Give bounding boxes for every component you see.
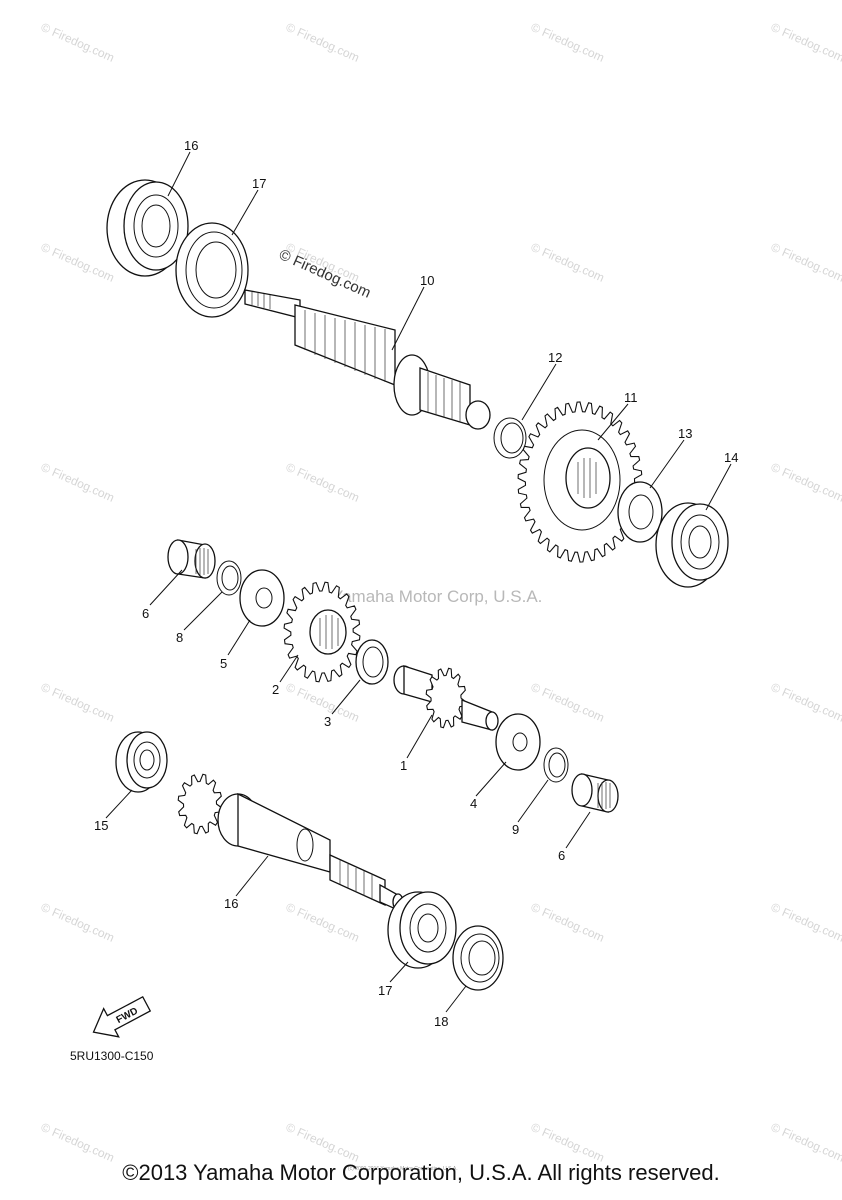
watermark-text: © Firedog.com <box>769 680 842 725</box>
callout-11: 13 <box>678 426 692 441</box>
watermark-text: © Firedog.com <box>284 1120 362 1165</box>
part-9-gear[interactable] <box>517 401 643 563</box>
callout-4: 4 <box>470 796 477 811</box>
watermark-text: © Firedog.com <box>39 680 117 725</box>
watermark-text: © Firedog.com <box>769 240 842 285</box>
callout-14: 17 <box>252 176 266 191</box>
fine-print: (c) 2000-2016 Yamaha Motor Corporation, … <box>348 1166 458 1172</box>
callout-numbers: 16 17 10 12 11 13 14 6 8 5 2 3 1 4 9 6 1… <box>94 138 738 1029</box>
part-8-main-axle[interactable] <box>244 289 491 430</box>
callout-1: 1 <box>400 758 407 773</box>
part-18-oil-seal[interactable] <box>452 925 504 991</box>
watermark-text: © Firedog.com <box>284 680 362 725</box>
callout-15: 15 <box>94 818 108 833</box>
watermark-text: © Firedog.com <box>284 460 362 505</box>
copyright-footer: ©2013 Yamaha Motor Corporation, U.S.A. A… <box>122 1160 720 1185</box>
watermark-text: © Firedog.com <box>769 460 842 505</box>
watermark-text: © Firedog.com <box>39 1120 117 1165</box>
part-5-washer[interactable] <box>239 569 285 627</box>
callout-16: 16 <box>224 896 238 911</box>
part-10-circlip[interactable] <box>493 417 527 459</box>
callout-5: 5 <box>220 656 227 671</box>
part-6-needle-bearing-upper[interactable] <box>167 539 216 579</box>
part-14-oil-seal[interactable] <box>175 222 249 318</box>
watermark-text: © Firedog.com <box>39 460 117 505</box>
part-6-needle-bearing-lower[interactable] <box>571 773 619 813</box>
watermark-text: © Firedog.com <box>529 680 607 725</box>
diagram-code: 5RU1300-C150 <box>70 1049 154 1063</box>
part-4-washer[interactable] <box>495 713 541 771</box>
watermark-text: © Firedog.com <box>769 1120 842 1165</box>
watermark-text: © Firedog.com <box>39 900 117 945</box>
center-watermark: Yamaha Motor Corp, U.S.A. <box>332 587 542 606</box>
fwd-arrow-icon: FWD <box>92 995 152 1038</box>
part-1-pinion-gear[interactable] <box>393 665 499 731</box>
callout-8: 10 <box>420 273 434 288</box>
callout-6-lower: 6 <box>558 848 565 863</box>
part-7-circlip-lower[interactable] <box>543 747 569 783</box>
part-3-washer[interactable] <box>355 639 389 685</box>
watermark-text: © Firedog.com <box>39 240 117 285</box>
watermark-text: © Firedog.com <box>769 900 842 945</box>
part-12-bearing[interactable] <box>655 502 729 588</box>
gear-teeth <box>425 667 467 729</box>
callout-6-upper: 6 <box>142 606 149 621</box>
watermark-text: © Firedog.com <box>769 20 842 65</box>
gear-teeth <box>177 773 223 835</box>
part-13-bearing[interactable] <box>106 179 189 277</box>
callout-13: 16 <box>184 138 198 153</box>
part-16-drive-axle[interactable] <box>177 773 404 912</box>
callout-3: 3 <box>324 714 331 729</box>
callout-18: 18 <box>434 1014 448 1029</box>
watermark-text: © Firedog.com <box>529 900 607 945</box>
part-17-bearing[interactable] <box>387 891 457 969</box>
watermark-text: © Firedog.com <box>529 20 607 65</box>
watermark-text: © Firedog.com <box>284 20 362 65</box>
watermark-text: © Firedog.com <box>39 20 117 65</box>
part-2-gear[interactable] <box>283 581 361 683</box>
watermark-text: © Firedog.com <box>529 1120 607 1165</box>
watermark-text: © Firedog.com <box>529 240 607 285</box>
part-15-bearing[interactable] <box>115 731 168 793</box>
callout-2: 2 <box>272 682 279 697</box>
callout-7-lower: 9 <box>512 822 519 837</box>
callout-17: 17 <box>378 983 392 998</box>
callout-7-upper: 8 <box>176 630 183 645</box>
callout-9: 11 <box>624 390 638 405</box>
leader-lines <box>105 151 732 1013</box>
part-11-washer[interactable] <box>617 481 663 543</box>
callout-12: 14 <box>724 450 738 465</box>
callout-10: 12 <box>548 350 562 365</box>
watermark-text: © Firedog.com <box>284 900 362 945</box>
part-7-circlip-upper[interactable] <box>216 560 242 596</box>
